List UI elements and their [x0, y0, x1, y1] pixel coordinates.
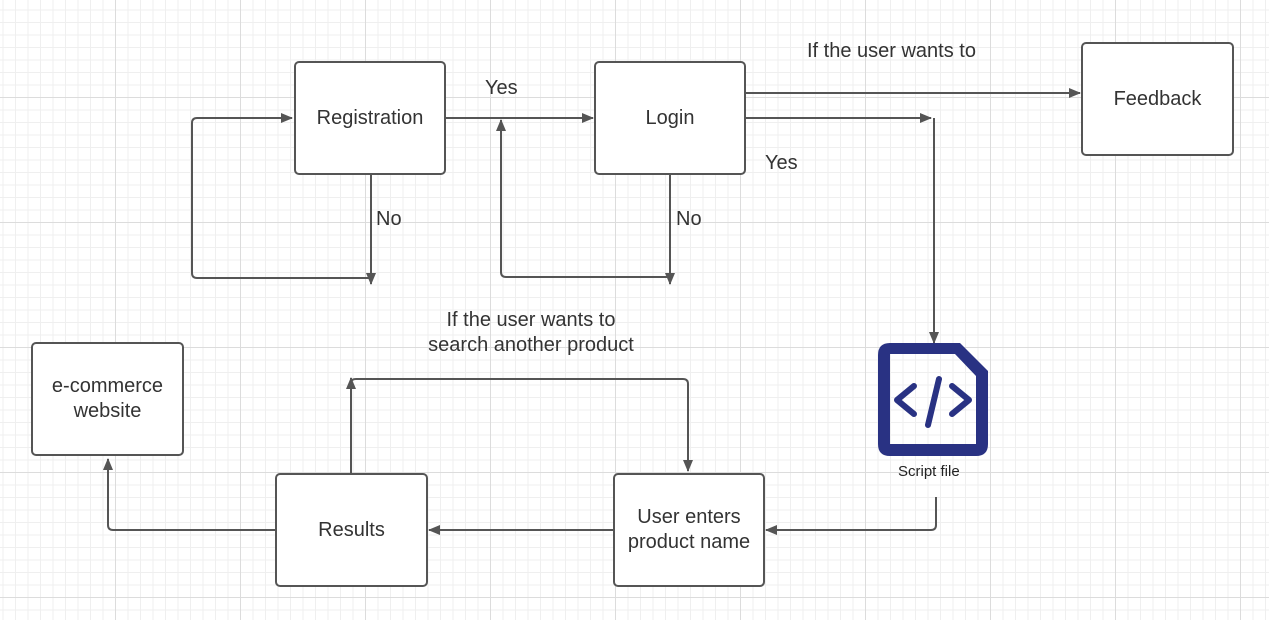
edge-login-no-loop	[496, 119, 670, 278]
feedback-node: Feedback	[1081, 42, 1234, 156]
no-label-registration: No	[376, 208, 402, 230]
search-again-line2: search another product	[428, 334, 634, 356]
feedback-label: Feedback	[1113, 87, 1202, 110]
yes-label-right: Yes	[765, 152, 798, 174]
edge-search-loop	[350, 378, 693, 472]
no-label-login: No	[676, 208, 702, 230]
edge-results-to-ecommerce	[103, 458, 276, 531]
script-file-caption: Script file	[898, 463, 960, 480]
code-file-icon	[878, 343, 988, 456]
ecommerce-website-node: e-commerce website	[31, 342, 184, 456]
user-enters-product-node: User enters product name	[613, 473, 765, 587]
results-node: Results	[275, 473, 428, 587]
ecommerce-label-line1: e-commerce	[51, 375, 164, 397]
user-enters-label-line1: User enters	[637, 506, 741, 528]
registration-label: Registration	[316, 106, 424, 129]
edge-script-to-user-enters	[765, 497, 937, 535]
code-file-icon-shape	[878, 343, 988, 456]
login-node: Login	[594, 61, 746, 175]
login-label: Login	[645, 106, 695, 129]
results-label: Results	[318, 518, 385, 541]
search-again-line1: If the user wants to	[446, 309, 616, 331]
ecommerce-label-line2: website	[73, 400, 142, 422]
edge-registration-no-loop	[191, 113, 371, 279]
yes-label-top: Yes	[485, 77, 518, 99]
registration-node: Registration	[294, 61, 446, 175]
search-again-label: If the user wants to search another prod…	[416, 308, 646, 358]
user-enters-label-line2: product name	[627, 531, 751, 553]
feedback-condition-label: If the user wants to	[807, 40, 976, 62]
